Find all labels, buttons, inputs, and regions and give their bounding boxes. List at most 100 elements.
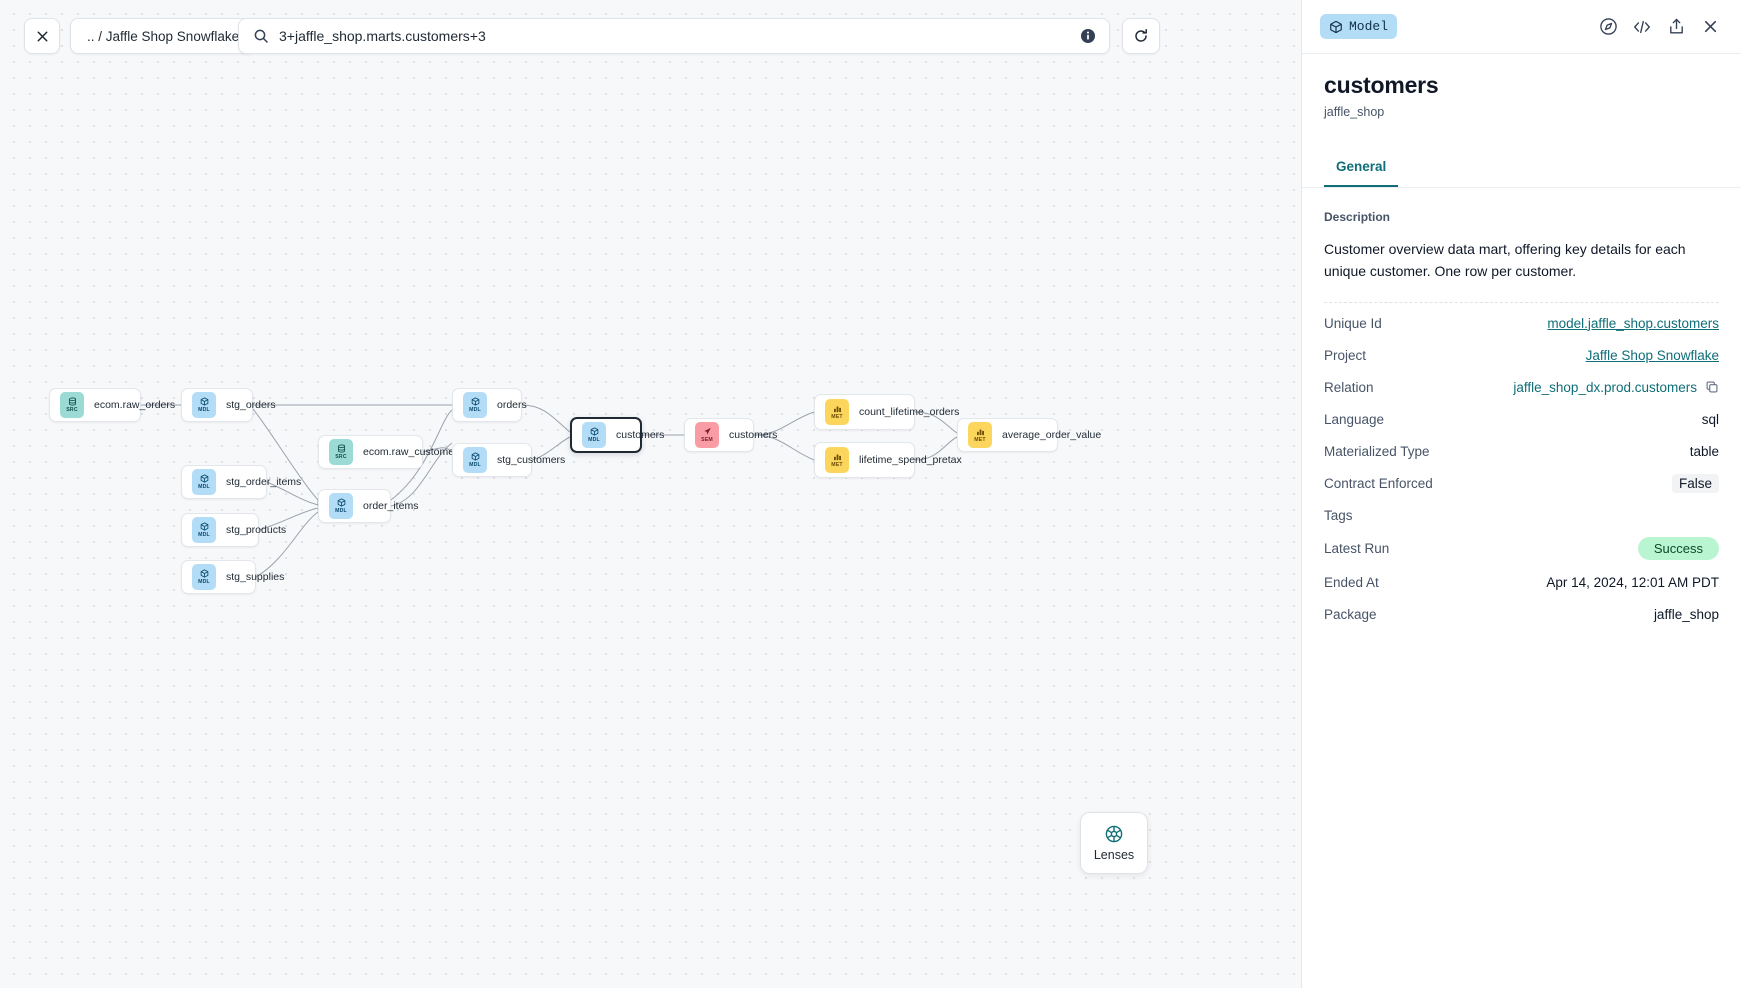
- lenses-button[interactable]: Lenses: [1080, 812, 1148, 874]
- field-row: Ended At Apr 14, 2024, 12:01 AM PDT: [1324, 566, 1719, 598]
- graph-node-average_order_value[interactable]: MET average_order_value: [957, 418, 1101, 452]
- graph-node-label: stg_order_items: [226, 476, 302, 488]
- field-row: Relation jaffle_shop_dx.prod.customers: [1324, 371, 1719, 403]
- panel-body: Description Customer overview data mart,…: [1302, 188, 1741, 988]
- mdl-badge-icon: MDL: [582, 422, 606, 448]
- refresh-icon: [1135, 29, 1147, 42]
- panel-tabs: General: [1302, 149, 1741, 188]
- graph-node-ecom_raw_customers[interactable]: SRC ecom.raw_customers: [318, 435, 463, 469]
- field-value[interactable]: jaffle_shop_dx.prod.customers: [1513, 379, 1697, 395]
- src-badge-icon: SRC: [329, 439, 353, 465]
- field-value-wrap: Jaffle Shop Snowflake: [1586, 348, 1719, 363]
- graph-node-lifetime_spend_pretax[interactable]: MET lifetime_spend_pretax: [814, 442, 962, 478]
- field-value[interactable]: Jaffle Shop Snowflake: [1585, 347, 1719, 363]
- field-key: Project: [1324, 347, 1367, 363]
- mdl-badge-icon: MDL: [329, 493, 353, 519]
- close-lineage-button[interactable]: [24, 18, 60, 54]
- met-badge-icon: MET: [968, 422, 992, 448]
- mdl-badge-icon: MDL: [463, 392, 487, 418]
- graph-node-count_lifetime_orders[interactable]: MET count_lifetime_orders: [814, 394, 959, 430]
- graph-node-label: ecom.raw_customers: [363, 446, 463, 458]
- description-text: Customer overview data mart, offering ke…: [1324, 241, 1686, 280]
- cube-icon: [1330, 20, 1342, 33]
- divider: [1324, 302, 1719, 304]
- graph-node-label: count_lifetime_orders: [859, 406, 960, 418]
- refresh-button[interactable]: [1122, 18, 1160, 54]
- field-value: False: [1671, 473, 1719, 493]
- description-label: Description: [1324, 210, 1391, 224]
- field-value: sql: [1701, 411, 1719, 427]
- lenses-label: Lenses: [1093, 848, 1135, 862]
- field-value: jaffle_shop: [1653, 606, 1719, 622]
- field-value-wrap: sql: [1702, 412, 1719, 427]
- sem-badge-icon: SEM: [695, 422, 719, 448]
- graph-node-order_items[interactable]: MDL order_items: [318, 489, 418, 523]
- explore-icon[interactable]: [1593, 12, 1623, 42]
- close-icon: [37, 31, 47, 41]
- resource-type-label: Model: [1349, 19, 1389, 34]
- field-key: Materialized Type: [1324, 443, 1430, 459]
- status-badge: Success: [1637, 537, 1719, 561]
- graph-node-label: ecom.raw_orders: [94, 399, 176, 411]
- field-key: Latest Run: [1324, 541, 1390, 557]
- met-badge-icon: MET: [825, 447, 849, 473]
- breadcrumb[interactable]: .. / Jaffle Shop Snowflake: [70, 18, 257, 54]
- details-panel: Model: [1301, 0, 1741, 988]
- mdl-badge-icon: MDL: [192, 392, 216, 418]
- info-glyph: [1081, 29, 1095, 43]
- panel-header: customers jaffle_shop: [1302, 54, 1741, 119]
- graph-node-ecom_raw_orders[interactable]: SRC ecom.raw_orders: [49, 388, 175, 422]
- graph-node-label: stg_orders: [226, 399, 276, 411]
- field-key: Tags: [1324, 507, 1353, 523]
- mdl-badge-icon: MDL: [192, 564, 216, 590]
- panel-toolbar: Model: [1302, 0, 1741, 54]
- search-bar[interactable]: [238, 18, 1110, 54]
- field-key: Language: [1324, 411, 1385, 427]
- graph-node-label: orders: [497, 399, 527, 411]
- graph-node-stg_orders[interactable]: MDL stg_orders: [181, 388, 276, 422]
- graph-node-customers_model[interactable]: MDL customers: [570, 417, 664, 453]
- resource-type-chip: Model: [1320, 14, 1398, 39]
- met-badge-icon: MET: [825, 399, 849, 425]
- field-value-wrap: table: [1690, 444, 1719, 459]
- graph-node-label: lifetime_spend_pretax: [859, 454, 962, 466]
- graph-node-label: order_items: [363, 500, 419, 512]
- search-input[interactable]: [279, 28, 1079, 44]
- graph-node-label: average_order_value: [1002, 429, 1102, 441]
- mdl-badge-icon: MDL: [463, 447, 487, 473]
- field-row: Latest Run Success: [1324, 531, 1719, 566]
- share-icon[interactable]: [1661, 12, 1691, 42]
- tab-general[interactable]: General: [1324, 149, 1399, 187]
- field-key: Contract Enforced: [1324, 475, 1433, 491]
- graph-node-label: stg_supplies: [226, 571, 285, 583]
- code-icon[interactable]: [1627, 12, 1657, 42]
- graph-node-customers_semantic[interactable]: SEM customers: [684, 418, 777, 452]
- src-badge-icon: SRC: [60, 392, 84, 418]
- close-panel-icon[interactable]: [1695, 12, 1725, 42]
- graph-node-label: customers: [729, 429, 778, 441]
- field-row: Contract Enforced False: [1324, 467, 1719, 499]
- graph-node-label: customers: [616, 429, 665, 441]
- page-title: customers: [1324, 72, 1439, 98]
- graph-node-stg_supplies[interactable]: MDL stg_supplies: [181, 560, 284, 594]
- info-icon[interactable]: [1079, 27, 1097, 45]
- field-row: Package jaffle_shop: [1324, 598, 1719, 630]
- field-row: Tags: [1324, 499, 1719, 531]
- field-value-wrap: model.jaffle_shop.customers: [1547, 316, 1719, 331]
- mdl-badge-icon: MDL: [192, 517, 216, 543]
- field-value: Apr 14, 2024, 12:01 AM PDT: [1546, 574, 1719, 590]
- copy-icon[interactable]: [1705, 380, 1719, 394]
- graph-node-orders[interactable]: MDL orders: [452, 388, 527, 422]
- field-value[interactable]: model.jaffle_shop.customers: [1547, 315, 1719, 331]
- field-key: Ended At: [1324, 574, 1379, 590]
- field-key: Package: [1324, 606, 1377, 622]
- field-row: Materialized Type table: [1324, 435, 1719, 467]
- field-key: Relation: [1324, 379, 1374, 395]
